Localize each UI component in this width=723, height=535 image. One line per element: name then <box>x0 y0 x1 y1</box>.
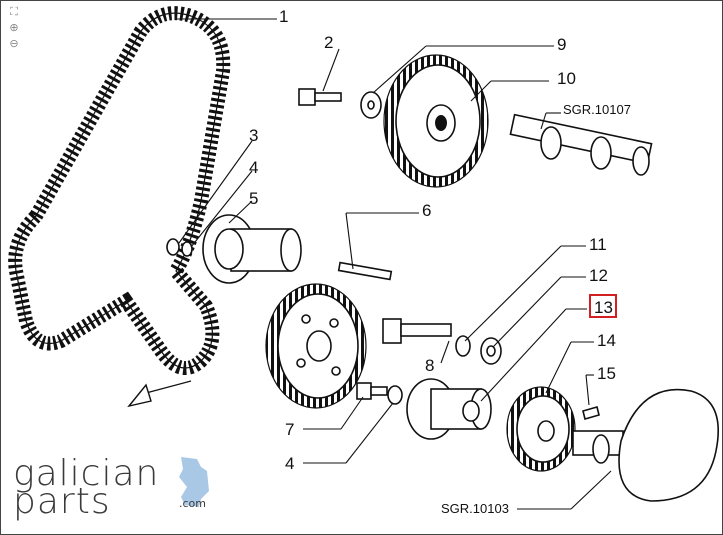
galicia-map-icon <box>179 457 209 507</box>
crankshaft-gear-part-14[interactable] <box>506 386 576 472</box>
camshaft-gear-part-10[interactable] <box>383 54 489 188</box>
callout-10[interactable]: 10 <box>557 69 576 88</box>
camshaft[interactable] <box>509 113 653 176</box>
zoom-out-icon[interactable]: ⊖ <box>9 38 19 50</box>
callout-6[interactable]: 6 <box>422 201 431 220</box>
logo-tld: .com <box>179 497 206 510</box>
callout-15[interactable]: 15 <box>597 364 616 383</box>
key-part-15[interactable] <box>582 406 600 420</box>
callout-5[interactable]: 5 <box>249 189 258 208</box>
callout-3[interactable]: 3 <box>249 126 258 145</box>
rotation-direction-arrow <box>127 380 192 408</box>
logo-text-line1: galician <box>13 453 160 494</box>
washer-part-11[interactable] <box>455 335 471 357</box>
callout-4b[interactable]: 4 <box>285 454 294 473</box>
callout-13[interactable]: 13 <box>594 298 613 317</box>
callout-11[interactable]: 11 <box>589 235 607 254</box>
stud-part-6[interactable] <box>337 261 393 281</box>
viewer-toolbar: ⛶ ⊕ ⊖ <box>7 5 25 51</box>
callout-2[interactable]: 2 <box>324 33 333 52</box>
callout-7[interactable]: 7 <box>285 420 294 439</box>
highlight-box-13 <box>589 294 617 318</box>
nut-part-3[interactable] <box>166 238 193 257</box>
zoom-in-icon[interactable]: ⊕ <box>9 22 19 34</box>
timing-belt[interactable] <box>8 6 231 375</box>
fit-page-icon[interactable]: ⛶ <box>10 6 18 18</box>
washer-part-9[interactable] <box>360 91 382 119</box>
callout-14[interactable]: 14 <box>597 331 616 350</box>
ref-crankshaft[interactable]: SGR.10103 <box>441 501 509 516</box>
callout-8[interactable]: 8 <box>425 356 434 375</box>
galicianparts-logo: galician parts .com <box>13 453 213 522</box>
auxiliary-gear[interactable] <box>265 283 367 409</box>
logo-text-line2: parts <box>13 481 111 522</box>
callout-12[interactable]: 12 <box>589 266 608 285</box>
bolt-part-8[interactable] <box>382 318 452 344</box>
bolt-part-2[interactable] <box>298 88 342 106</box>
callout-4a[interactable]: 4 <box>249 158 258 177</box>
tensioner-part-5[interactable] <box>202 214 302 284</box>
crankshaft[interactable] <box>572 388 720 502</box>
callout-1[interactable]: 1 <box>279 7 288 26</box>
idler-pulley-part-13[interactable] <box>406 378 492 440</box>
callout-9[interactable]: 9 <box>557 35 566 54</box>
leader-lines <box>176 18 612 510</box>
ref-camshaft[interactable]: SGR.10107 <box>563 102 631 117</box>
bolt-part-7[interactable] <box>356 382 403 405</box>
